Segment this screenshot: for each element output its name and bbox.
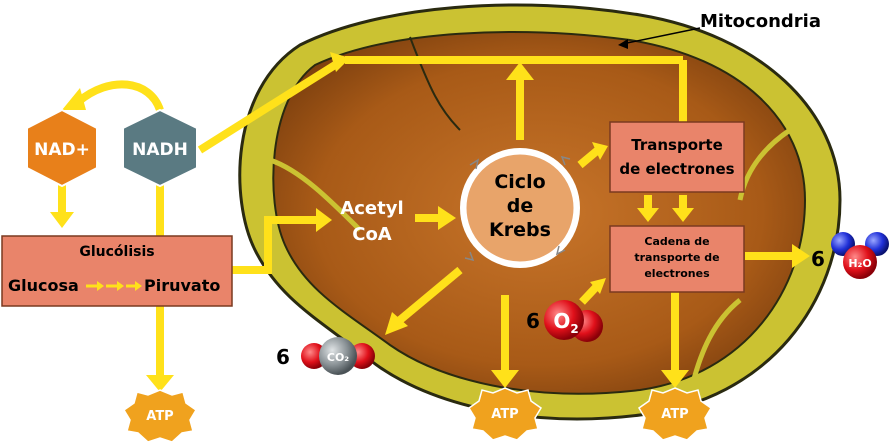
atp-label: ATP [491,407,518,422]
cycle-arrow [560,155,571,166]
h2o-label: H₂O [848,257,871,270]
pyruvate-label: Piruvato [144,276,220,295]
atp-label: ATP [661,407,688,422]
co2-molecule: 6 CO₂ [276,337,375,375]
o2-count: 6 [526,309,540,333]
arrowhead [637,208,659,222]
arrowhead [792,244,810,268]
crista [409,36,461,131]
krebs-line3: Krebs [489,219,551,241]
glucose-label: Glucosa [8,276,79,295]
atp-badge-2: ATP [467,387,543,441]
nad-plus-hexagon: NAD+ [26,108,98,188]
acetyl-coa-line1: Acetyl [340,198,403,219]
transport-chain-box: Cadena de transporte de electrones [609,225,745,293]
h2o-count: 6 [811,247,825,271]
krebs-line2: de [507,195,534,217]
arrow-nadh-to-top [197,61,338,154]
arrow-pyruvate-to-acetyl [232,216,318,274]
electron-transport-box: Transporte de electrones [609,121,745,193]
glycolysis-title: Glucólisis [79,244,154,260]
atp-label: ATP [146,409,173,424]
arrowhead [62,88,86,110]
arrowhead [590,278,606,294]
glycolysis-box: Glucólisis Glucosa Piruvato [1,235,233,307]
atp-badge-1: ATP [122,389,198,443]
o2-symbol: O [553,309,570,333]
cycle-arrow [469,158,480,170]
o2-subscript: 2 [570,322,578,336]
nad-plus-label: NAD+ [34,140,90,160]
h2o-molecule: 6 H₂O [811,232,889,279]
arrow-nadh-to-nadplus [75,80,164,112]
glucose-to-pyruvate-arrows [86,281,142,291]
arrowheads [50,52,810,392]
co2-label: CO₂ [327,351,349,364]
arrowhead [316,208,332,232]
atp-badge-3: ATP [637,387,713,441]
crista [269,157,362,232]
arrowhead [50,212,74,228]
arrow-krebs-to-co2 [397,266,463,324]
transport-chain-line1: Cadena de [644,235,709,248]
cycle-arrow [464,251,475,262]
co2-count: 6 [276,345,290,369]
oxygen-atom [843,245,877,279]
electron-transport-line2: de electrones [619,160,734,178]
oxygen-atom [544,300,584,340]
nadh-hexagon: NADH [122,108,198,188]
acetyl-coa-line2: CoA [352,224,392,245]
arrowhead [506,62,534,80]
crista [687,298,742,396]
cycle-arrow [555,245,566,256]
o2-molecule: 6 O2 [526,300,603,342]
krebs-line1: Ciclo [494,171,545,193]
arrowhead [330,52,350,72]
mitochondria-pointer [621,27,701,45]
mitochondria-label: Mitocondria [700,11,821,32]
arrowhead [385,312,408,335]
pointer-arrowhead [618,39,628,49]
arrowhead [672,208,694,222]
o2-label: O2 [553,309,578,336]
transport-chain-line2: transporte de [634,251,719,264]
transport-chain-line3: electrones [644,267,710,280]
carbon-atom [319,337,357,375]
nadh-label: NADH [132,140,188,160]
arrowhead [661,370,689,388]
arrowhead [438,206,456,230]
electron-transport-line1: Transporte [631,136,723,154]
krebs-cycle: Ciclo de Krebs [460,148,580,268]
arrowhead [146,375,174,392]
arrow-krebs-to-transport [577,146,601,169]
arrowhead [592,142,608,160]
arrowhead [491,370,519,388]
